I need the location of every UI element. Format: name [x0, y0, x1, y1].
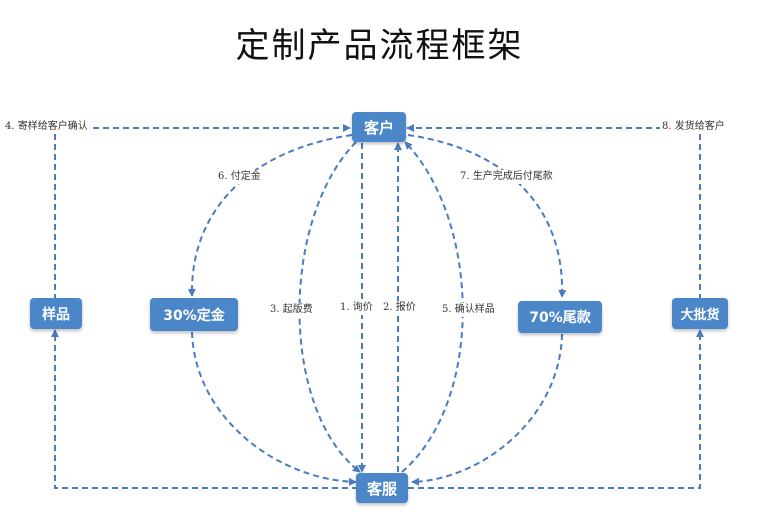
label-confirm-sample: 5. 确认样品	[440, 303, 497, 317]
node-sample: 样品	[30, 298, 82, 329]
label-pay-balance: 7. 生产完成后付尾款	[458, 170, 555, 184]
label-setup-fee: 3. 起版费	[268, 303, 315, 317]
node-balance-70: 70%尾款	[518, 301, 602, 333]
edge-deposit-to-service	[191, 331, 357, 486]
label-inquiry: 1. 询价	[338, 301, 375, 315]
label-quote: 2. 报价	[381, 301, 418, 315]
label-send-sample: 4. 寄样给客户确认	[3, 120, 90, 134]
edge-service-to-bulk	[408, 329, 704, 489]
label-pay-deposit: 6. 付定金	[216, 170, 263, 184]
node-deposit-30: 30%定金	[150, 298, 238, 331]
node-bulk: 大批货	[672, 298, 728, 329]
edge-ship	[406, 124, 701, 300]
diagram-title: 定制产品流程框架	[235, 26, 524, 66]
label-ship: 8. 发货给客户	[660, 120, 727, 134]
edge-balance-to-service	[411, 333, 563, 486]
node-customer: 客户	[352, 112, 406, 142]
edge-confirm-sample	[401, 141, 464, 473]
edge-send-sample	[54, 124, 351, 300]
edge-pay-balance	[407, 134, 567, 298]
edge-service-to-sample	[51, 329, 358, 489]
edge-pay-deposit	[187, 134, 353, 297]
node-service: 客服	[356, 473, 408, 503]
